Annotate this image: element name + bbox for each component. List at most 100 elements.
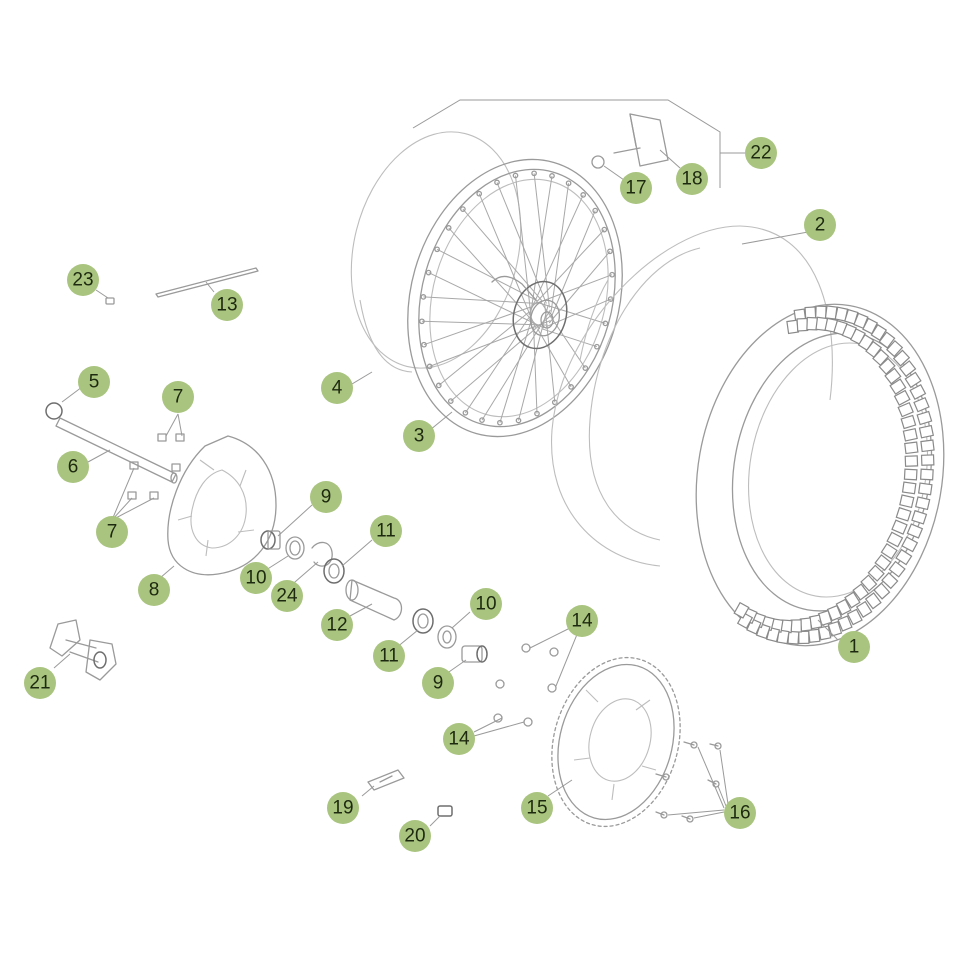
spoke-nipple bbox=[568, 384, 574, 390]
spoke-nipple bbox=[515, 417, 522, 424]
spoke-nipple bbox=[580, 192, 587, 198]
svg-text:8: 8 bbox=[149, 580, 160, 601]
tire-knob bbox=[874, 554, 892, 572]
callout-19: 19 bbox=[327, 792, 359, 824]
tire-knob bbox=[864, 592, 882, 610]
spoked-wheel bbox=[407, 158, 623, 438]
leader-lines bbox=[53, 149, 839, 827]
tire-knob bbox=[895, 548, 913, 566]
tire-knob bbox=[878, 331, 896, 349]
tire-knob bbox=[733, 601, 750, 619]
spoke-nipple bbox=[607, 296, 614, 302]
svg-text:12: 12 bbox=[326, 615, 347, 636]
tire-knob bbox=[920, 454, 935, 466]
tire-knob bbox=[906, 523, 924, 539]
spoke-nipple bbox=[462, 409, 469, 416]
tire-knob bbox=[901, 536, 919, 553]
callout-1: 1 bbox=[838, 631, 870, 663]
callout-2: 2 bbox=[804, 209, 836, 241]
svg-text:20: 20 bbox=[404, 826, 425, 847]
rear-sprocket bbox=[551, 656, 681, 828]
tire-knob bbox=[888, 560, 906, 578]
tire-knob bbox=[893, 389, 911, 406]
group-bracket-22 bbox=[412, 99, 748, 188]
brake-disc bbox=[167, 435, 277, 576]
disc-bolts bbox=[127, 433, 185, 500]
svg-text:4: 4 bbox=[332, 378, 343, 399]
tire-knob bbox=[835, 598, 852, 616]
tire-knob bbox=[852, 583, 870, 601]
tire-knob bbox=[895, 506, 912, 522]
spoke bbox=[533, 326, 538, 414]
tire-knob bbox=[790, 619, 802, 633]
callout-10-right: 10 bbox=[470, 588, 502, 620]
spoke bbox=[544, 302, 556, 403]
svg-text:7: 7 bbox=[107, 522, 118, 543]
tire-knob bbox=[909, 383, 927, 401]
svg-text:11: 11 bbox=[376, 521, 396, 542]
sprocket-nuts bbox=[493, 643, 559, 727]
svg-text:9: 9 bbox=[433, 673, 444, 694]
spoke bbox=[421, 320, 548, 326]
tire-knob bbox=[817, 625, 832, 641]
spoke-nipple bbox=[420, 294, 427, 300]
tire-knob bbox=[870, 323, 888, 342]
tire-knob bbox=[807, 628, 821, 643]
spoke-nipple bbox=[426, 363, 433, 370]
spoke-nipple bbox=[419, 318, 425, 325]
spoke bbox=[464, 317, 530, 414]
callout-16: 16 bbox=[724, 797, 756, 829]
rim-lock bbox=[591, 113, 669, 169]
spoke-nipple bbox=[534, 410, 540, 417]
spoke bbox=[535, 301, 606, 324]
svg-text:24: 24 bbox=[276, 586, 298, 607]
spoke bbox=[550, 183, 570, 313]
tire-knob bbox=[796, 317, 809, 332]
spoke-nipple bbox=[601, 226, 608, 233]
tire-knob bbox=[902, 427, 918, 442]
callout-21: 21 bbox=[24, 667, 56, 699]
callout-18: 18 bbox=[676, 163, 708, 195]
svg-text:2: 2 bbox=[815, 215, 826, 236]
axle bbox=[45, 402, 178, 484]
spoke bbox=[436, 248, 539, 302]
spoke bbox=[541, 328, 598, 348]
tire-knob bbox=[903, 468, 918, 481]
callout-23: 23 bbox=[67, 264, 99, 296]
svg-text:11: 11 bbox=[379, 646, 399, 667]
spoke bbox=[429, 320, 551, 367]
svg-text:9: 9 bbox=[321, 487, 332, 508]
spoke bbox=[428, 272, 545, 329]
svg-text:19: 19 bbox=[332, 798, 353, 819]
tire-knob bbox=[918, 424, 935, 439]
callout-24: 24 bbox=[271, 580, 303, 612]
tire-knob bbox=[878, 357, 896, 375]
tire-knob bbox=[920, 468, 934, 481]
tire-knob bbox=[900, 414, 917, 430]
tire-knob bbox=[901, 481, 917, 495]
tire-knob bbox=[860, 574, 878, 592]
svg-text:18: 18 bbox=[681, 169, 702, 190]
callout-11-bottom: 11 bbox=[373, 640, 405, 672]
spoke-nipple bbox=[607, 248, 613, 255]
tire-knob bbox=[904, 441, 919, 455]
spoke-nipple bbox=[497, 419, 503, 426]
spoke-nipple bbox=[434, 246, 440, 253]
callout-22: 22 bbox=[745, 137, 777, 169]
spoke bbox=[515, 175, 533, 325]
spoke-nipple bbox=[479, 417, 485, 423]
callout-5: 5 bbox=[78, 366, 110, 398]
tire-knob bbox=[911, 509, 928, 525]
svg-text:3: 3 bbox=[414, 426, 425, 447]
tire-knob bbox=[799, 617, 813, 632]
tire-knob bbox=[904, 371, 922, 389]
inner-tube bbox=[551, 225, 833, 567]
chain-links bbox=[367, 769, 453, 817]
spoke-nipple bbox=[565, 180, 572, 187]
spoke bbox=[496, 182, 547, 304]
spoke bbox=[529, 229, 605, 310]
callout-7-bottom: 7 bbox=[96, 516, 128, 548]
tire-knob bbox=[886, 339, 904, 358]
tire-knob bbox=[913, 396, 930, 413]
